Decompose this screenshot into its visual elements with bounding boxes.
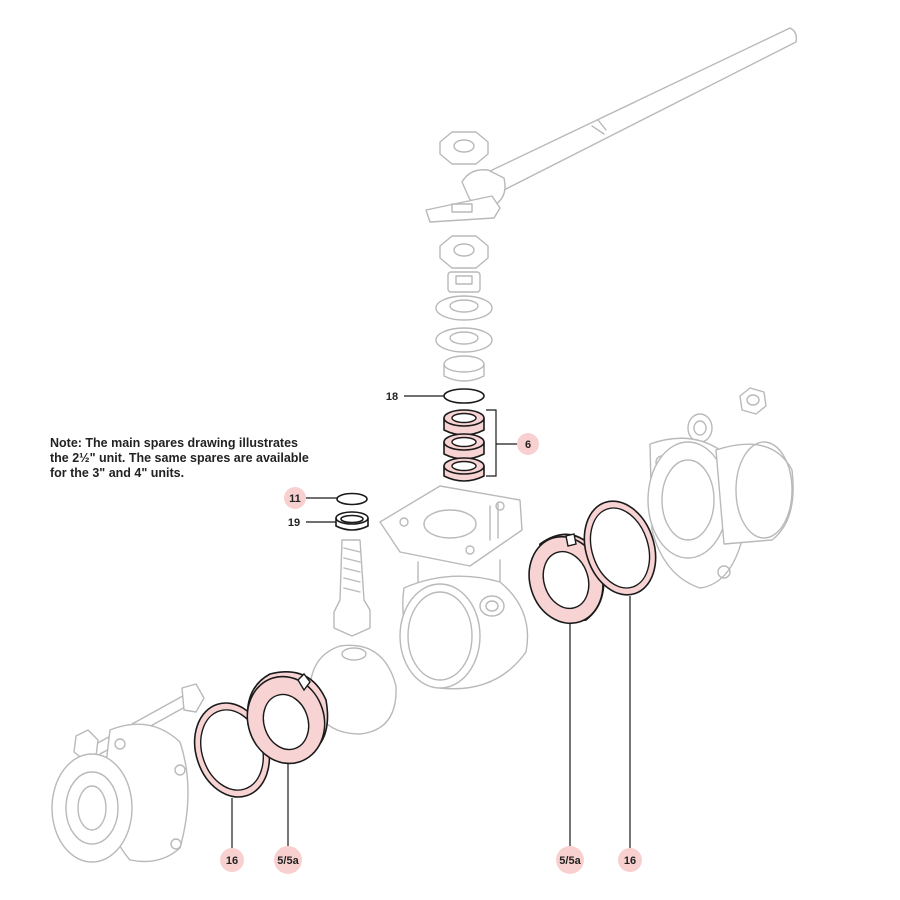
callout-11: 11 [284, 487, 306, 509]
oring-18 [443, 388, 485, 404]
callout-16-right: 16 [618, 848, 642, 872]
seat-ring-16-right [583, 500, 657, 596]
spares-note-line-3: for the 3" and 4" units. [50, 466, 185, 480]
callout-18: 18 [386, 391, 398, 403]
callout-11-label: 11 [289, 493, 301, 505]
valve-stem [333, 539, 371, 637]
callout-16-left-label: 16 [226, 855, 238, 867]
callout-5-5a-left: 5/5a [274, 846, 302, 874]
left-end-connector [51, 683, 205, 863]
stem-stack [435, 235, 493, 382]
leader-lines [231, 395, 631, 848]
oring-11 [336, 492, 368, 506]
valve-ball [309, 644, 397, 735]
callout-6: 6 [517, 433, 539, 455]
handle-lever [425, 27, 798, 223]
callout-5-5a-right: 5/5a [556, 846, 584, 874]
callout-19: 19 [288, 517, 300, 529]
seal-19 [335, 511, 369, 531]
right-end-connector [647, 387, 794, 589]
callout-5-5a-right-label: 5/5a [559, 855, 581, 867]
top-nut [439, 131, 489, 165]
spares-note: Note: The main spares drawing illustrate… [50, 436, 330, 481]
spares-note-line-2: the 2½" unit. The same spares are availa… [50, 451, 309, 465]
seal-stack-6 [443, 409, 485, 482]
callout-16-left: 16 [220, 848, 244, 872]
callout-6-label: 6 [525, 439, 531, 451]
callout-5-5a-left-label: 5/5a [277, 855, 299, 867]
valve-body [379, 485, 529, 690]
spares-note-line-1: Note: The main spares drawing illustrate… [50, 436, 298, 450]
seat-5-5a-left [246, 671, 329, 765]
callout-16-right-label: 16 [624, 855, 636, 867]
